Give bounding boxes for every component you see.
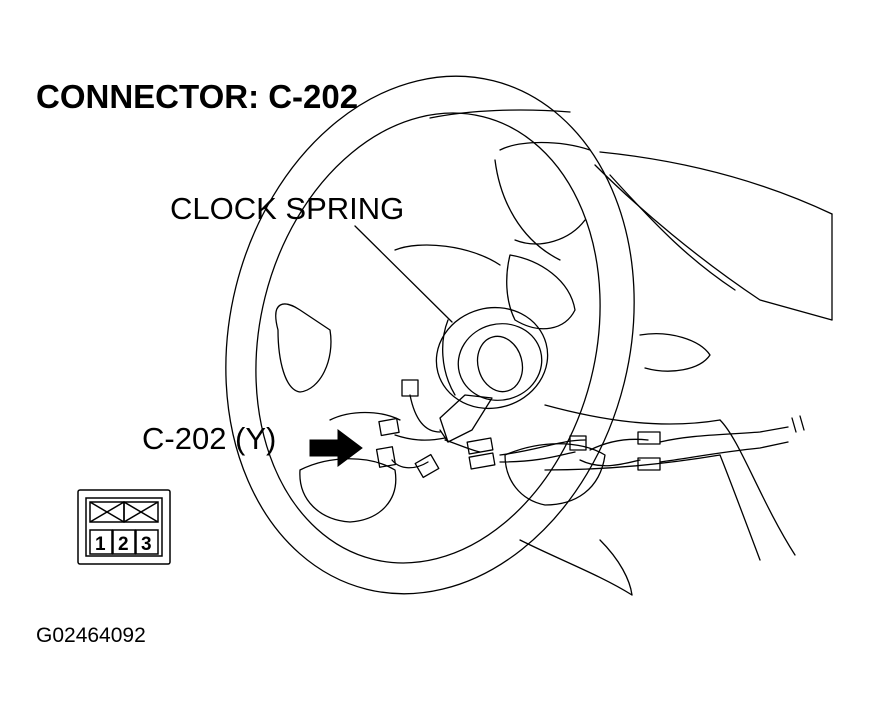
figure-id: G02464092 — [36, 624, 146, 647]
connector-pointer-arrow — [309, 429, 363, 467]
connector-pin-cavity — [112, 529, 136, 555]
connector-pin-number: 1 — [95, 534, 106, 555]
dashboard-outline — [429, 109, 833, 321]
connector-face-inner — [85, 497, 163, 557]
diagram-title: CONNECTOR: C-202 — [36, 78, 359, 115]
steering-wheel — [225, 75, 635, 595]
connector-face-housing — [77, 489, 171, 565]
connector-pin-number: 3 — [141, 534, 152, 555]
steering-column — [519, 333, 796, 596]
wiring-harness — [391, 394, 805, 469]
connector-pin-cavity — [89, 529, 113, 555]
clock-spring-label: CLOCK SPRING — [170, 191, 405, 226]
connector-pin-cavity — [135, 529, 159, 555]
connector-pin-number: 2 — [118, 534, 129, 555]
connector-face-view — [77, 489, 171, 565]
harness-connectors — [375, 379, 661, 479]
clock-spring — [354, 225, 549, 443]
connector-c202-label: C-202 (Y) — [142, 421, 277, 456]
connector-cavity-blank — [123, 501, 159, 523]
